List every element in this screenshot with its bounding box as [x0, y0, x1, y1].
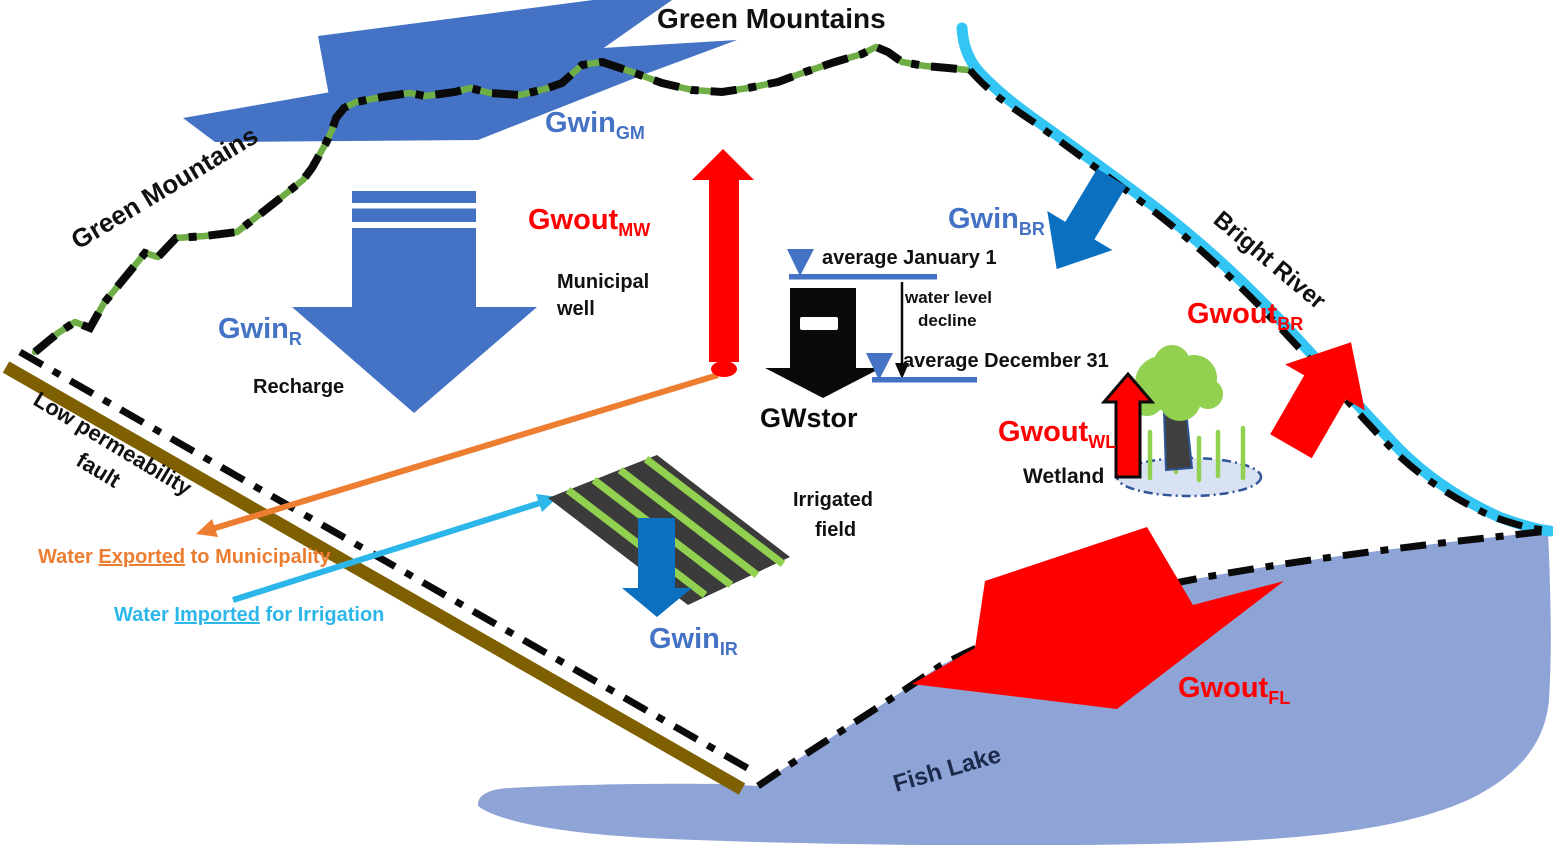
label-avg-dec: average December 31 [903, 350, 1109, 372]
label-gwin-r: GwinR [218, 313, 302, 349]
crop-stripe [643, 456, 786, 567]
label-wetland: Wetland [1023, 465, 1104, 488]
export-arrowhead [196, 519, 218, 537]
tree-crown-icon [1130, 345, 1223, 421]
label-gwstor: GWstor [760, 403, 858, 433]
label-gwout-br: GwoutBR [1187, 298, 1303, 334]
label-water-exported: Water Exported to Municipality [38, 546, 332, 568]
gwstor-minus [800, 317, 838, 330]
label-gwin-br: GwinBR [948, 203, 1045, 239]
wl-jan-line [789, 274, 937, 280]
fault-boundary-dash [18, 348, 758, 777]
label-water-level-1: water level [904, 288, 992, 307]
gm-recharge-plane [318, 0, 672, 137]
recharge-arrow [292, 191, 537, 413]
label-municipal-well-1: Municipal [557, 271, 649, 293]
bright-river-line [956, 22, 1553, 537]
gwin-br-arrow [1047, 168, 1127, 270]
gwout-br-arrow [1270, 342, 1365, 459]
crop-stripe [617, 467, 760, 578]
label-irrigated-2: field [815, 519, 856, 541]
mountain-ridge-boundary-dash [32, 42, 978, 356]
wl-dec-marker-triangle [866, 353, 893, 380]
fault-line [2, 361, 746, 795]
crop-stripe [565, 487, 708, 598]
label-gwin-gm: GwinGM [545, 107, 645, 143]
wl-dec-line [872, 377, 977, 383]
gwstor-arrow [765, 288, 881, 398]
import-line [232, 500, 541, 603]
label-recharge: Recharge [253, 376, 344, 398]
label-water-imported: Water Imported for Irrigation [114, 604, 384, 626]
label-gwin-ir: GwinIR [649, 623, 738, 659]
title-green-mountains: Green Mountains [657, 3, 886, 34]
gwout-wl-arrow [1100, 371, 1156, 479]
gwout-fl-arrow [912, 527, 1284, 709]
recharge-arrow-stripe [348, 222, 480, 228]
wl-jan-marker-triangle [787, 249, 814, 276]
label-avg-jan: average January 1 [822, 247, 997, 269]
label-irrigated-1: Irrigated [793, 489, 873, 511]
river-boundary-dash [967, 67, 1546, 534]
gwin-ir-arrow [622, 518, 692, 617]
label-municipal-well-2: well [556, 298, 595, 320]
label-gwout-fl: GwoutFL [1178, 672, 1290, 708]
municipal-well-arrow [692, 149, 754, 362]
export-line [211, 372, 719, 532]
label-gwout-mw: GwoutMW [528, 204, 650, 240]
label-gwout-wl: GwoutWL [998, 416, 1116, 452]
label-water-level-2: decline [918, 311, 977, 330]
municipal-well-point [711, 361, 737, 377]
wl-decline-arrowhead [895, 363, 909, 379]
recharge-arrow-stripe [348, 203, 480, 209]
